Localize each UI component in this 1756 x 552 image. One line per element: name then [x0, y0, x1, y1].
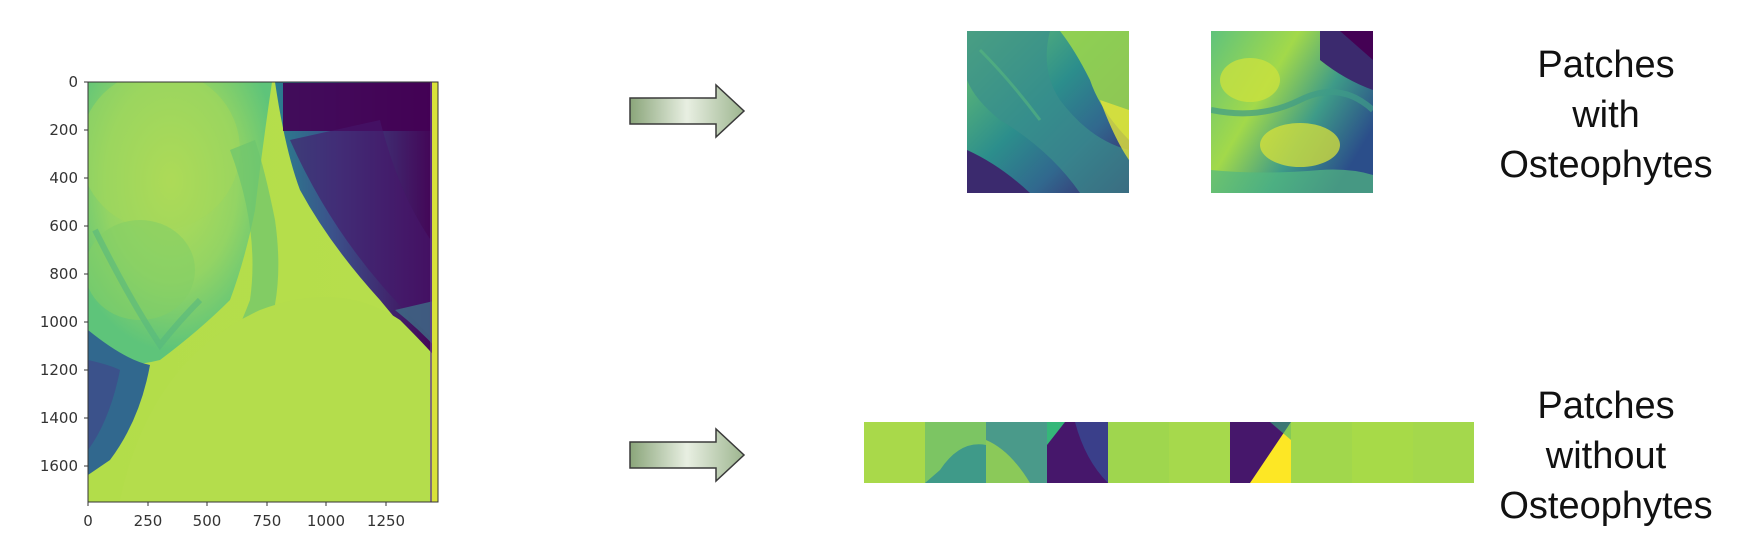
patch-without-osteophytes: [864, 422, 925, 483]
arrow-to-negative-patches: [629, 427, 746, 483]
y-tick-label: 800: [49, 265, 78, 283]
caption-line: Patches: [1537, 385, 1675, 427]
x-tick-label: 0: [83, 512, 93, 530]
x-tick-label: 1000: [307, 512, 345, 530]
patch-without-osteophytes: [1291, 422, 1352, 483]
xray-image: [88, 82, 438, 502]
patch-without-osteophytes: [1413, 422, 1474, 483]
patch-without-osteophytes: [1352, 422, 1413, 483]
y-tick-label: 0: [68, 73, 78, 91]
arrow-to-positive-patches: [629, 83, 746, 139]
y-tick-label: 1400: [40, 409, 78, 427]
caption-patches-with-osteophytes: Patches with Osteophytes: [1476, 40, 1736, 190]
caption-patches-without-osteophytes: Patches without Osteophytes: [1476, 381, 1736, 531]
patch-with-osteophytes: [1211, 31, 1373, 193]
patch-with-osteophytes: [967, 31, 1129, 193]
xray-plot: 0 200 400 600 800 1000 1200 1400 1600 0 …: [40, 73, 439, 530]
x-tick-label: 250: [134, 512, 163, 530]
y-tick-label: 400: [49, 169, 78, 187]
patch-without-osteophytes: [1108, 422, 1169, 483]
caption-line: Osteophytes: [1499, 144, 1713, 186]
y-tick-label: 1000: [40, 313, 78, 331]
x-tick-label: 1250: [367, 512, 405, 530]
x-tick-label: 750: [253, 512, 282, 530]
y-tick-label: 600: [49, 217, 78, 235]
y-tick-label: 200: [49, 121, 78, 139]
caption-line: without: [1545, 435, 1667, 477]
y-axis: 0 200 400 600 800 1000 1200 1400 1600: [40, 73, 88, 475]
caption-line: Osteophytes: [1499, 485, 1713, 527]
patches-without-osteophytes-strip: [864, 422, 1474, 483]
y-tick-label: 1200: [40, 361, 78, 379]
x-axis: 0 250 500 750 1000 1250: [83, 502, 405, 530]
patch-without-osteophytes: [1169, 422, 1230, 483]
caption-line: Patches: [1537, 44, 1675, 86]
caption-line: with: [1572, 94, 1640, 136]
y-tick-label: 1600: [40, 457, 78, 475]
x-tick-label: 500: [193, 512, 222, 530]
